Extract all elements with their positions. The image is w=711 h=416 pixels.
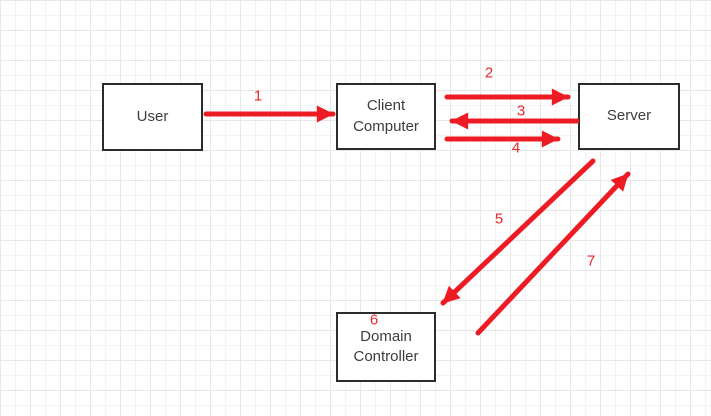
step-label-6: 6 [369,311,379,329]
arrow-step-5 [440,158,596,306]
arrow-step-7 [475,171,631,336]
step-label-1: 1 [253,87,263,105]
step-label-4: 4 [511,139,521,157]
node-client-computer-label: Client Computer [353,97,419,135]
node-client-computer: Client Computer [336,83,436,150]
node-user: User [102,83,203,151]
node-user-label: User [136,107,169,125]
step-label-7: 7 [586,252,596,270]
step-label-3: 3 [516,102,526,120]
node-domain-controller-label: Domain Controller [353,327,419,365]
node-server-label: Server [606,107,652,125]
step-label-2: 2 [484,64,494,82]
node-domain-controller: Domain Controller [336,312,436,382]
node-server: Server [578,83,680,150]
step-label-5: 5 [494,210,504,228]
